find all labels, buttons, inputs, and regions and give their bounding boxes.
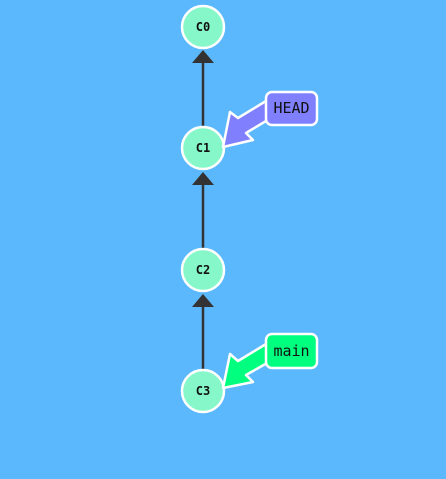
- commit-c2-label: C2: [196, 263, 210, 277]
- commit-c3-label: C3: [196, 384, 210, 398]
- ref-head-box: [264, 90, 319, 127]
- commit-c1-label: C1: [196, 141, 210, 155]
- commit-c0[interactable]: C0: [180, 4, 226, 50]
- ref-main-box: [264, 332, 319, 370]
- commit-c2-node: [180, 247, 226, 293]
- edge-c2-c1-arrowhead: [192, 172, 214, 185]
- commit-c3[interactable]: C3: [180, 368, 226, 414]
- ref-head[interactable]: HEAD: [221, 90, 319, 149]
- commit-c1[interactable]: C1: [180, 125, 226, 171]
- commit-c0-node: [180, 4, 226, 50]
- edge-c3-c2-arrowhead: [192, 294, 214, 307]
- edge-c1-c0-arrowhead: [192, 50, 214, 63]
- ref-head-label: HEAD: [273, 99, 309, 117]
- commit-c0-label: C0: [196, 20, 210, 34]
- commit-c2[interactable]: C2: [180, 247, 226, 293]
- ref-main[interactable]: main: [221, 332, 319, 390]
- refs-layer: HEAD main: [221, 90, 319, 390]
- edges-layer: [192, 50, 214, 370]
- commits-layer: C0 C1 C2 C3: [180, 4, 226, 414]
- commit-c3-node: [180, 368, 226, 414]
- ref-main-label: main: [273, 342, 309, 360]
